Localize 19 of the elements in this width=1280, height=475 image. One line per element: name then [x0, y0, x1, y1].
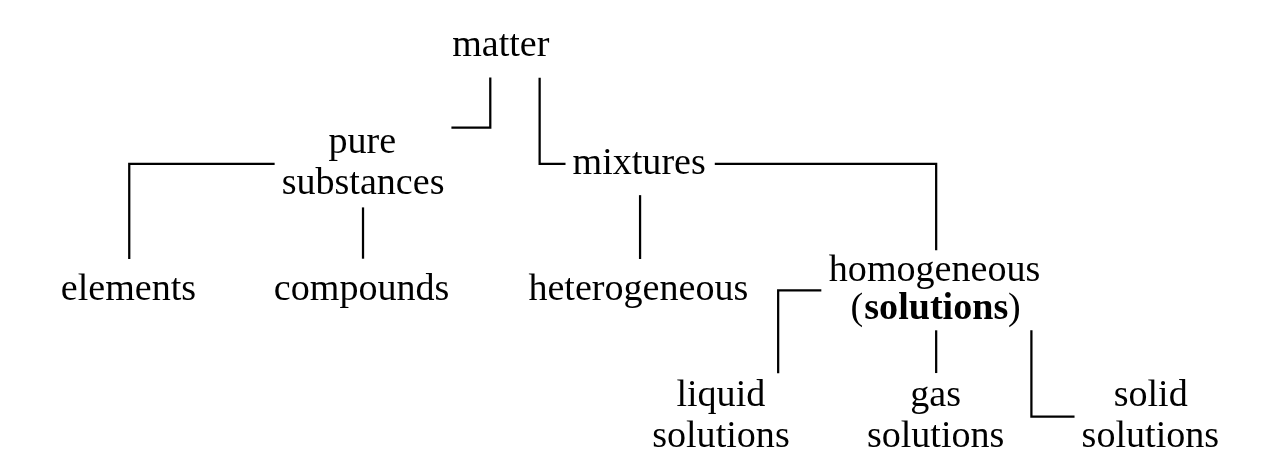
- connector: [127, 162, 275, 260]
- connector: [934, 330, 937, 374]
- connector: [538, 77, 565, 166]
- node-text: homogeneous (solutions): [828, 246, 1040, 328]
- node-text: solid solutions: [1081, 371, 1219, 456]
- node-text: heterogeneous: [527, 266, 748, 309]
- connector: [638, 195, 641, 259]
- connector: [776, 289, 821, 374]
- node-text: pure substances: [281, 118, 444, 203]
- connector: [714, 162, 937, 251]
- node-text: elements: [60, 266, 196, 309]
- connector: [1029, 330, 1075, 418]
- node-text: liquid solutions: [651, 371, 790, 456]
- node-text: matter: [451, 21, 549, 64]
- node-text: mixtures: [572, 139, 706, 182]
- connector: [450, 77, 491, 129]
- node-text: gas solutions: [866, 371, 1004, 456]
- node-text: compounds: [273, 266, 449, 309]
- connector: [361, 207, 364, 259]
